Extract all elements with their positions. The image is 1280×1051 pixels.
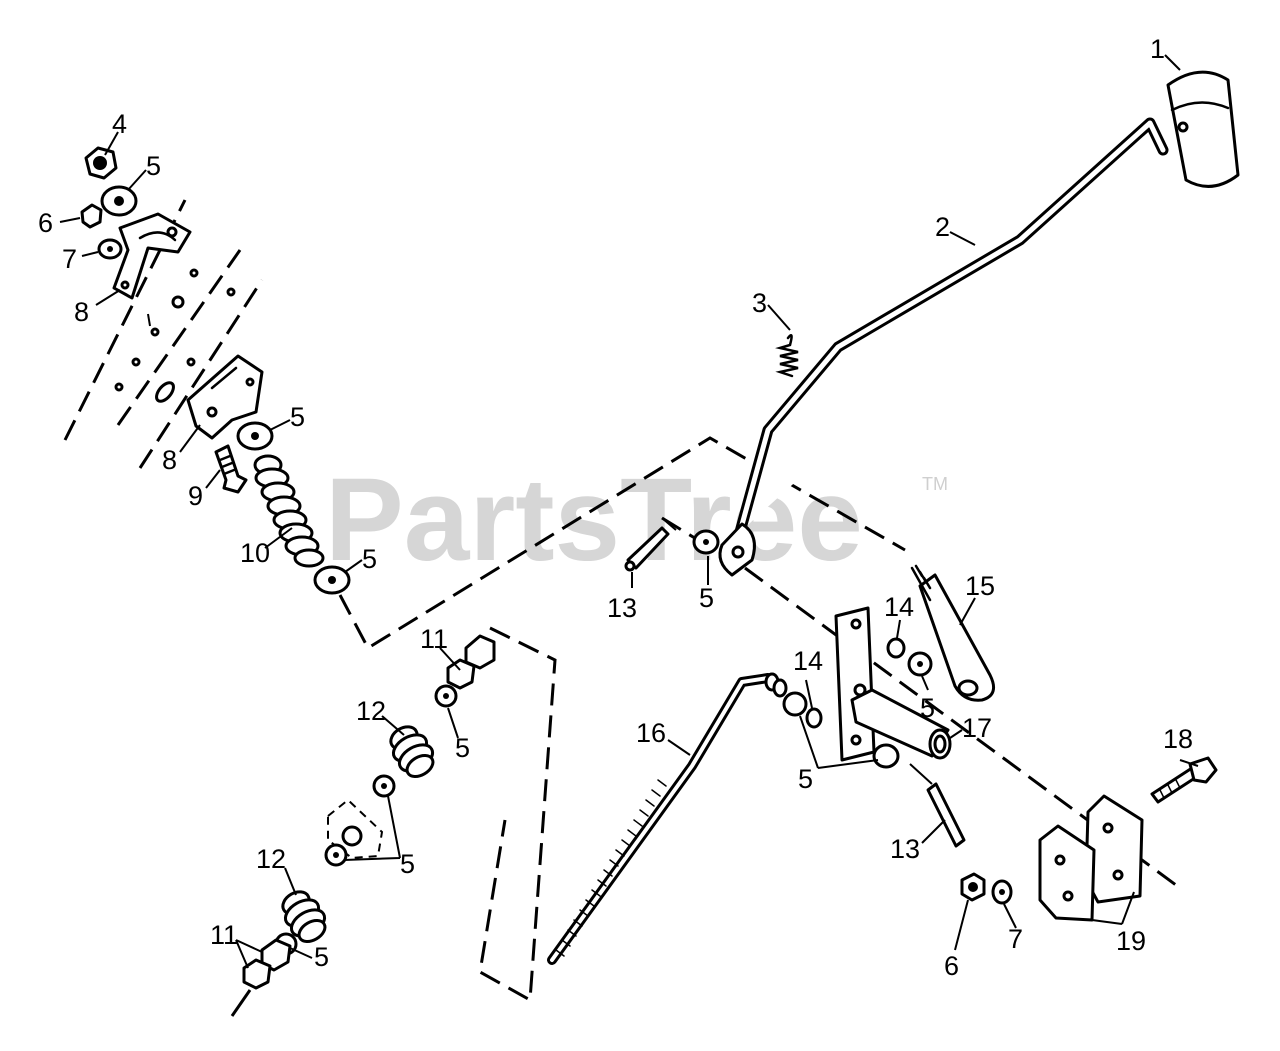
callout-12: 12 <box>356 696 386 726</box>
callout-5: 5 <box>699 583 714 613</box>
callout-6: 6 <box>38 208 53 238</box>
callout-1: 1 <box>1150 34 1165 64</box>
callout-2: 2 <box>935 212 950 242</box>
spring-part-12-a <box>389 725 435 778</box>
washer-part-5-f <box>782 691 808 717</box>
callout-leaders <box>59 54 1199 969</box>
callout-4: 4 <box>112 109 127 139</box>
callout-5: 5 <box>455 733 470 763</box>
spacer-part-17 <box>933 734 947 754</box>
callout-5: 5 <box>146 151 161 181</box>
watermark-trademark: TM <box>922 474 948 494</box>
pivot-bracket-assembly <box>782 606 952 769</box>
callout-13: 13 <box>607 593 637 623</box>
callout-13: 13 <box>890 834 920 864</box>
callout-5: 5 <box>290 402 305 432</box>
callout-8: 8 <box>162 445 177 475</box>
threaded-rod-part-16 <box>547 672 788 965</box>
small-nut-part-6 <box>80 203 103 229</box>
callout-14: 14 <box>884 592 914 622</box>
callout-3: 3 <box>752 288 767 318</box>
callout-17: 17 <box>962 713 992 743</box>
clamp-blocks-part-19 <box>960 794 1144 922</box>
callout-18: 18 <box>1163 724 1193 754</box>
spring-part-12-b <box>281 890 327 943</box>
callout-8: 8 <box>74 297 89 327</box>
callout-7: 7 <box>62 244 77 274</box>
washer-part-14-b <box>805 707 823 729</box>
callout-5: 5 <box>920 693 935 723</box>
callout-labels: 1 2 3 4 5 6 7 8 5 8 9 10 5 13 5 15 14 5 … <box>38 34 1193 981</box>
bolt-part-18 <box>1150 756 1218 804</box>
callout-11: 11 <box>210 920 238 950</box>
callout-11: 11 <box>420 624 448 654</box>
callout-15: 15 <box>965 571 995 601</box>
cotter-pin-part-13-lower <box>909 763 966 848</box>
spring-part-3 <box>775 333 799 378</box>
callout-5: 5 <box>400 849 415 879</box>
lever-rod-part-2 <box>718 117 1169 577</box>
washer-part-14-a <box>886 637 906 659</box>
callout-10: 10 <box>240 538 270 568</box>
callout-5: 5 <box>362 544 377 574</box>
linkage-part-15 <box>910 564 996 702</box>
spring-part-10 <box>253 454 351 595</box>
callout-12: 12 <box>256 844 286 874</box>
upper-bracket-assembly <box>80 146 236 403</box>
callout-16: 16 <box>636 718 666 748</box>
bracket-part-8-lower <box>186 354 274 451</box>
callout-19: 19 <box>1116 926 1146 956</box>
lower-spring-stack <box>230 634 496 1017</box>
callout-5: 5 <box>314 942 329 972</box>
knob-part-1 <box>1166 70 1240 188</box>
cotter-pin-part-13-upper <box>624 517 720 572</box>
callout-7: 7 <box>1008 924 1023 954</box>
callout-14: 14 <box>793 646 823 676</box>
bolt-part-9 <box>214 444 248 494</box>
callout-5: 5 <box>798 764 813 794</box>
callout-6: 6 <box>944 951 959 981</box>
callout-9: 9 <box>188 481 203 511</box>
